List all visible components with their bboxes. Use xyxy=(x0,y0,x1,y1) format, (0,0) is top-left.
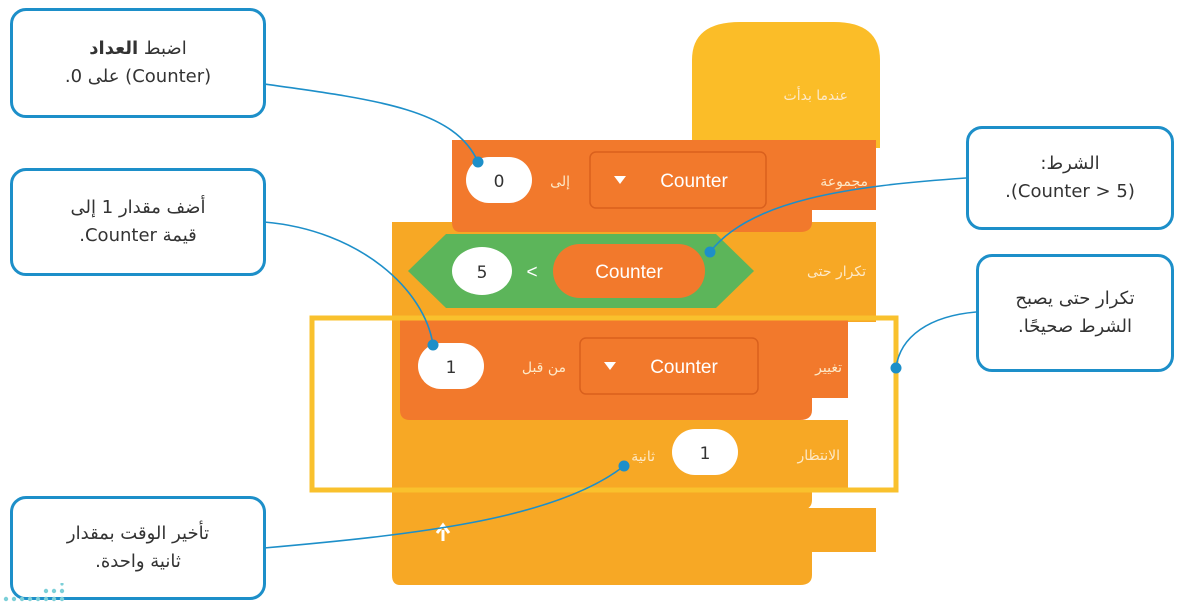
condition-right-reporter[interactable] xyxy=(553,244,705,298)
decorative-dots xyxy=(3,583,65,602)
set-to-label: إلى xyxy=(550,174,570,190)
connector-dot xyxy=(704,246,716,258)
callout-condition-line1: الشرط: xyxy=(1040,153,1100,175)
connector-delay xyxy=(263,465,625,549)
condition-right-value: Counter xyxy=(595,262,663,283)
when-started-block[interactable] xyxy=(692,22,880,148)
callout-repeat-until: تكرار حتى يصبح الشرط صحيحًا. xyxy=(976,254,1174,372)
change-value: 1 xyxy=(446,358,457,378)
condition-left-value: 5 xyxy=(477,263,488,283)
loop-arrow-icon xyxy=(435,522,451,541)
loop-body-highlight xyxy=(309,315,899,493)
callout-condition: الشرط: (Counter > 5). xyxy=(966,126,1174,230)
connector-add xyxy=(263,221,434,346)
callout-set-counter: اضبط العداد (Counter) على 0. xyxy=(10,8,266,118)
set-label: مجموعة xyxy=(820,174,868,190)
change-value-input[interactable] xyxy=(418,343,484,389)
set-variable-name: Counter xyxy=(660,171,728,192)
connector-dot xyxy=(427,339,439,351)
callout-delay-line1: تأخير الوقت بمقدار xyxy=(66,523,210,545)
callout-repeat-until-line1: تكرار حتى يصبح xyxy=(1015,288,1135,310)
change-variable-name: Counter xyxy=(650,357,718,378)
wait-unit-label: ثانية xyxy=(631,449,655,465)
repeat-until-block[interactable] xyxy=(392,222,876,585)
condition-left-input[interactable] xyxy=(452,247,512,295)
set-value-input[interactable] xyxy=(466,157,532,203)
callout-condition-line2: (Counter > 5). xyxy=(1005,181,1135,202)
callout-set-counter-line1: اضبط العداد xyxy=(89,35,186,63)
callout-set-counter-text-a: اضبط xyxy=(138,38,187,60)
change-variable-dropdown[interactable] xyxy=(579,337,759,395)
change-label: تغيير xyxy=(814,360,842,376)
callout-add-one-line1: أضف مقدار 1 إلى xyxy=(70,197,206,219)
set-variable-dropdown[interactable] xyxy=(589,151,767,209)
connector-dot xyxy=(618,460,630,472)
repeat-until-label: تكرار حتى xyxy=(807,264,866,280)
connector-dot xyxy=(890,362,902,374)
set-value: 0 xyxy=(494,172,505,192)
connector-condition xyxy=(709,177,967,253)
callout-set-counter-text-b: العداد xyxy=(89,38,139,60)
wait-value: 1 xyxy=(700,444,711,464)
chevron-down-icon xyxy=(604,362,616,370)
callout-add-one-line2: قيمة Counter. xyxy=(79,225,197,246)
connector-repeat xyxy=(895,311,977,369)
connector-dot xyxy=(472,156,484,168)
when-started-label: عندما بدأت xyxy=(784,86,848,104)
condition-operator-symbol: < xyxy=(526,262,537,283)
chevron-down-icon xyxy=(614,176,626,184)
callout-delay: تأخير الوقت بمقدار ثانية واحدة. xyxy=(10,496,266,600)
callout-repeat-until-line2: الشرط صحيحًا. xyxy=(1018,316,1133,337)
callout-delay-line2: ثانية واحدة. xyxy=(95,551,181,572)
callout-set-counter-line2: (Counter) على 0. xyxy=(64,66,212,87)
change-by-label: من قبل xyxy=(522,360,566,376)
wait-label: الانتظار xyxy=(796,448,840,464)
callout-add-one: أضف مقدار 1 إلى قيمة Counter. xyxy=(10,168,266,276)
connector-set xyxy=(263,83,479,163)
wait-value-input[interactable] xyxy=(672,429,738,475)
